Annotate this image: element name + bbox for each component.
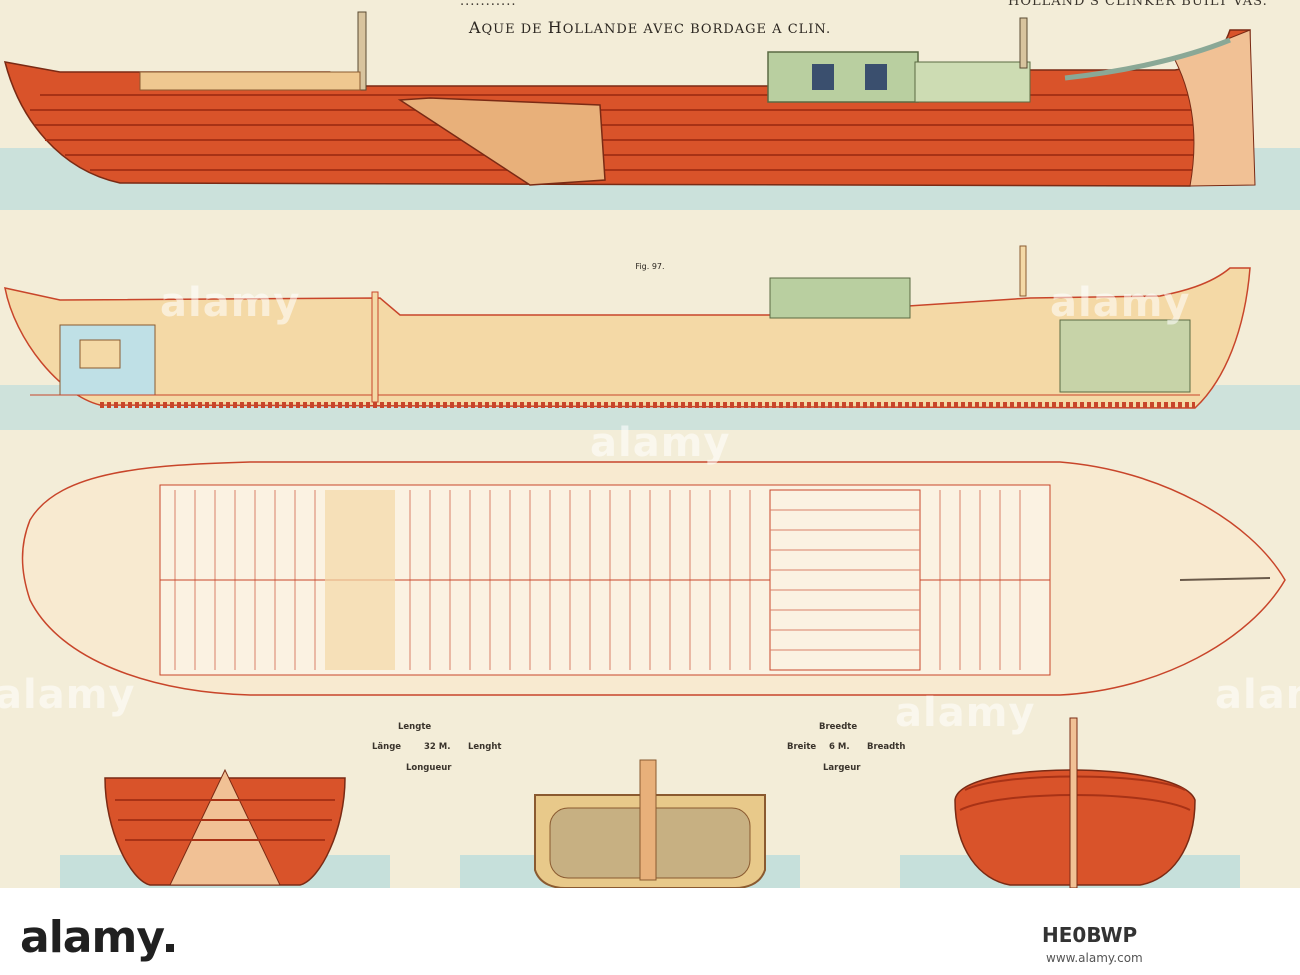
watermark: alamy xyxy=(1215,672,1300,718)
breadth-en: Breadth xyxy=(867,742,906,752)
watermark: alamy xyxy=(1050,280,1191,326)
deck-cabin xyxy=(767,51,919,103)
cabin-window xyxy=(865,64,887,90)
midship-mast xyxy=(639,759,657,881)
section-stern-mast xyxy=(1019,245,1027,297)
title-cap-a: A xyxy=(468,18,482,37)
tiller-plan xyxy=(1179,577,1271,581)
fore-hatch xyxy=(79,339,121,369)
mast-post xyxy=(357,11,367,91)
alamy-logo[interactable]: alamy xyxy=(20,912,174,963)
cabin-extension xyxy=(914,61,1031,103)
breadth-nl: Breedte xyxy=(819,722,858,732)
breadth-value: 6 M. xyxy=(829,742,850,752)
length-value: 32 M. xyxy=(424,742,451,752)
stern-post xyxy=(1174,29,1256,187)
illustration-plate: ........... HOLLAND'S CLINKER BUILT VAS.… xyxy=(0,0,1300,888)
hull-exterior xyxy=(3,29,1251,187)
length-fr: Longueur xyxy=(406,763,452,773)
length-nl: Lengte xyxy=(398,722,432,732)
watermark: alamy xyxy=(0,672,136,718)
breadth-fr: Largeur xyxy=(823,763,861,773)
title-word-ollande: OLLANDE AVEC BORDAGE A CLIN. xyxy=(562,22,832,37)
midship-section xyxy=(460,759,800,888)
header-right-clipped: HOLLAND'S CLINKER BUILT VAS. xyxy=(1008,0,1268,9)
longitudinal-section-view xyxy=(0,245,1300,430)
cabin-roof-plan xyxy=(769,489,921,671)
watermark: alamy xyxy=(590,420,731,466)
leeboard xyxy=(397,97,606,186)
cabin-roof-planks xyxy=(770,509,920,651)
exterior-hull-view xyxy=(0,11,1300,210)
logo-text: alamy xyxy=(20,912,165,963)
section-cabin xyxy=(769,277,911,319)
breadth-de: Breite xyxy=(787,742,817,752)
hull-planking xyxy=(30,94,1215,171)
bow-stem xyxy=(169,768,281,886)
length-de: Länge xyxy=(372,742,402,752)
hull-section xyxy=(4,267,1251,409)
stern-view xyxy=(900,717,1240,888)
figure-label: Fig. 97. xyxy=(635,262,665,271)
cabin-window xyxy=(812,64,834,90)
header-left-clipped: ........... xyxy=(460,0,517,9)
section-mast xyxy=(371,291,379,403)
title-cap-h: H xyxy=(547,18,563,37)
aft-cabin xyxy=(1059,319,1191,393)
watermark: alamy xyxy=(895,690,1036,736)
deck-plan-view xyxy=(21,461,1286,696)
mast-partner xyxy=(325,490,395,670)
watermark: alamy xyxy=(160,280,301,326)
tiller xyxy=(1064,37,1231,81)
stock-footer-bar: alamy xyxy=(0,888,1300,975)
deck-rail xyxy=(139,71,361,91)
bow-planking xyxy=(115,799,335,841)
length-en: Lenght xyxy=(468,742,502,752)
bow-view xyxy=(60,768,390,888)
stern-rudder-post xyxy=(1069,717,1078,888)
title-word-que: QUE DE xyxy=(481,22,548,37)
plate-title: AQUE DE HOLLANDE AVEC BORDAGE A CLIN. xyxy=(0,18,1300,37)
stock-image-id: HE0BWP xyxy=(1042,923,1138,947)
logo-dot-icon xyxy=(166,944,174,952)
footer-url-link[interactable]: www.alamy.com xyxy=(1046,951,1143,965)
stern-mast xyxy=(1019,17,1028,69)
ship-drawings xyxy=(0,11,1300,888)
